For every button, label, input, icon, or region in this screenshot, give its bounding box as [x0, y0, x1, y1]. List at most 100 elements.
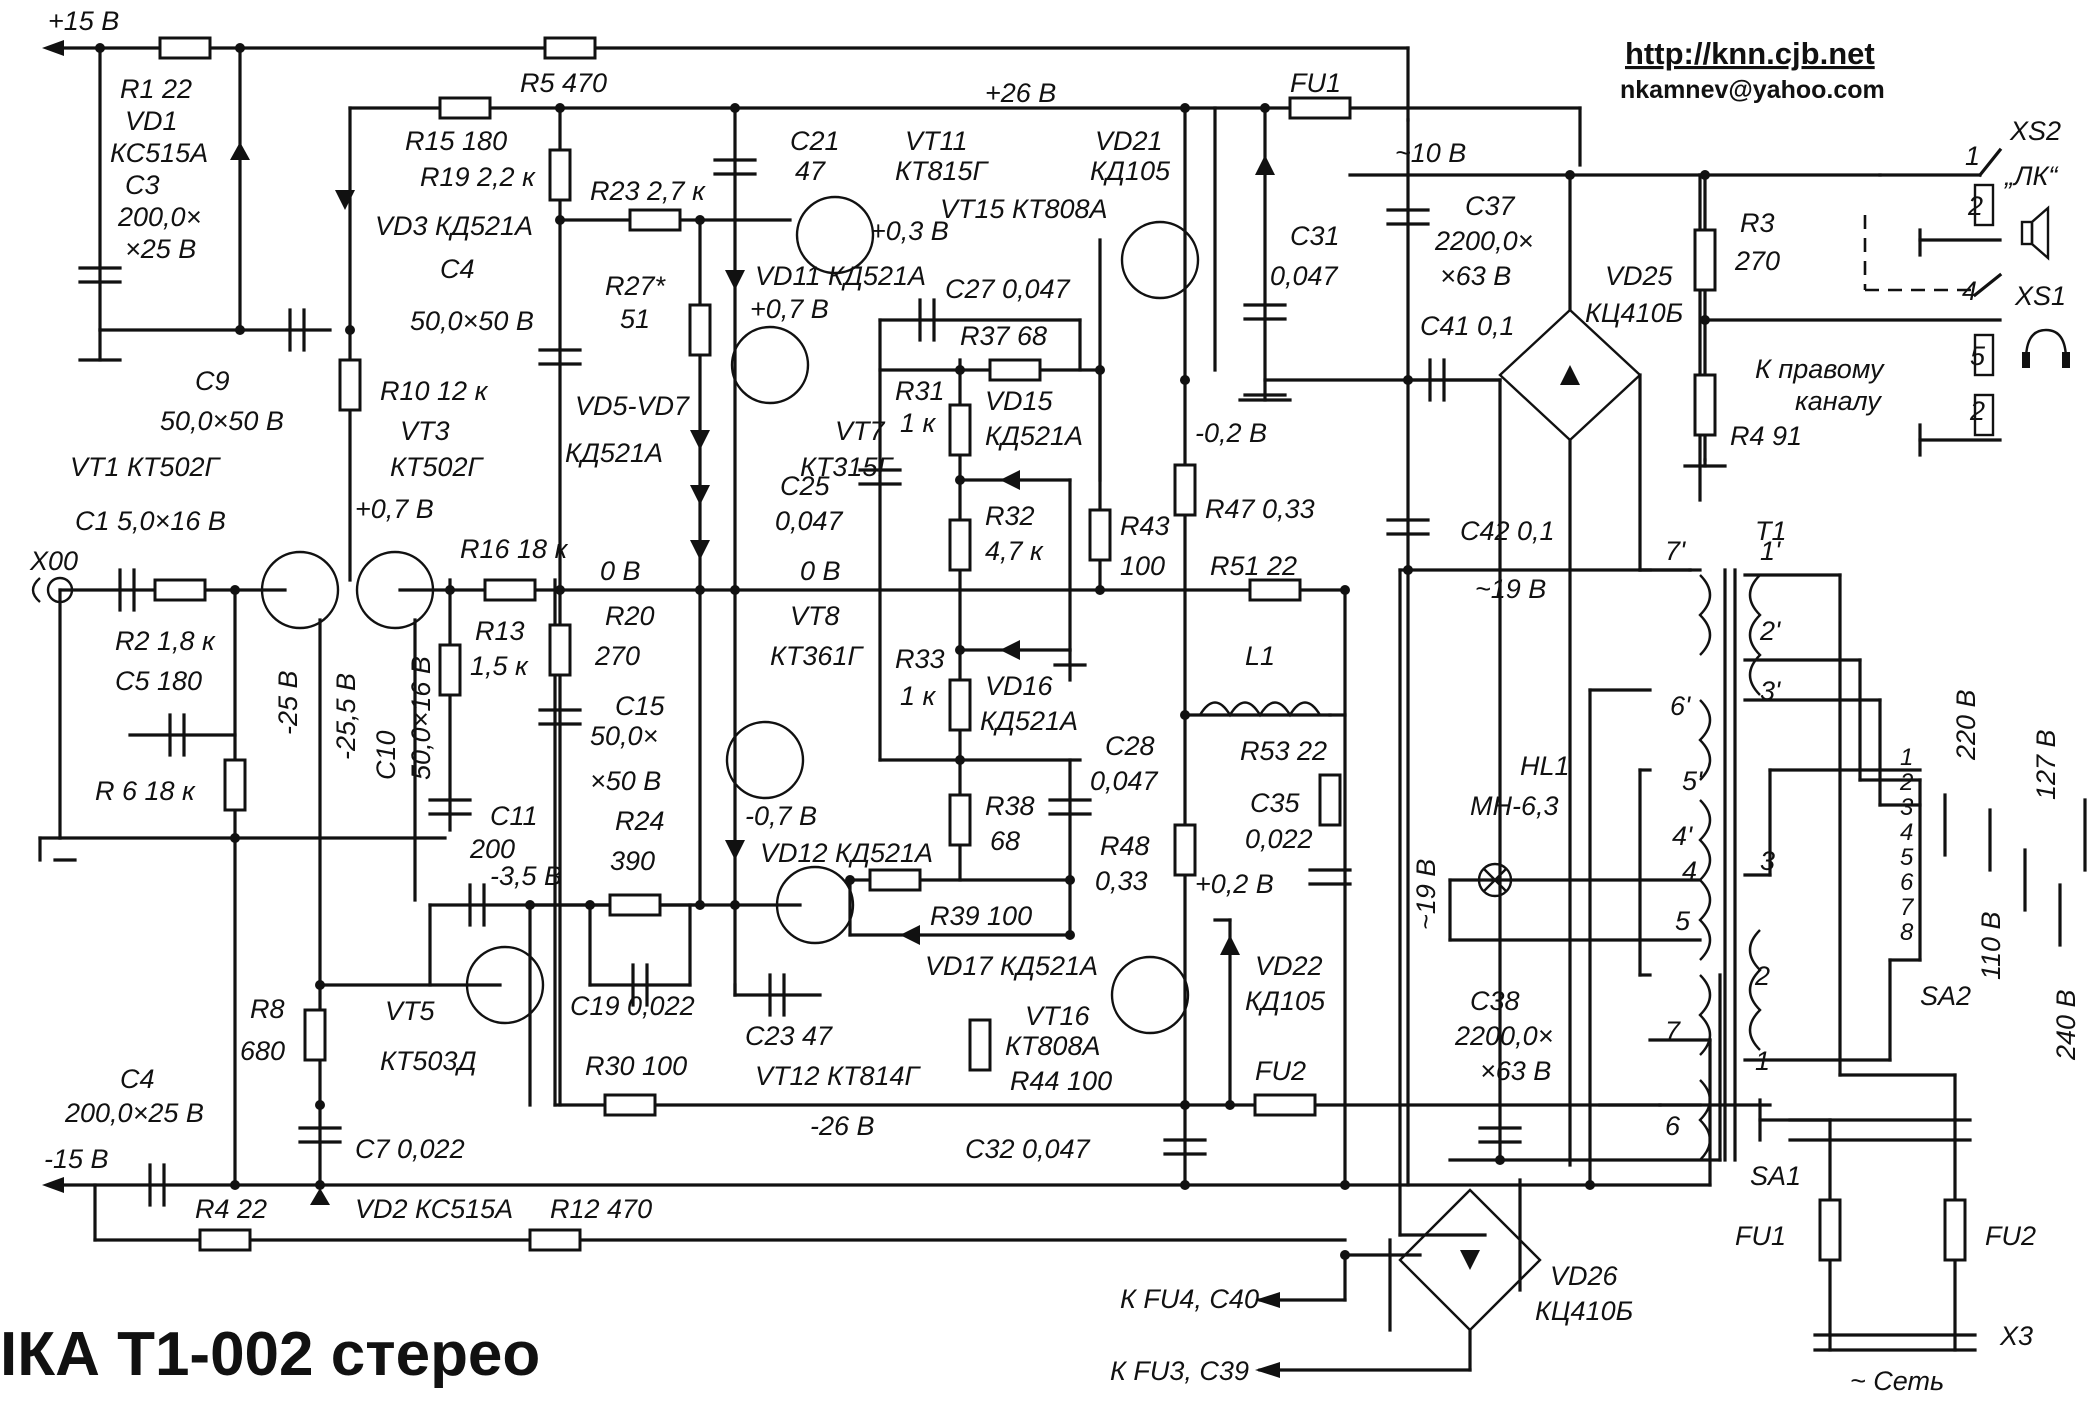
vd21-diode: [1255, 155, 1275, 175]
c38b-label: 2200,0×: [1454, 1021, 1553, 1051]
c38a-label: C38: [1470, 986, 1520, 1016]
xs1-pin-5: 5: [1970, 341, 1986, 371]
junctions: [95, 43, 1710, 1260]
pin-1p: 1': [1760, 536, 1781, 566]
vt15-transistor: [1120, 220, 1200, 300]
r53-resistor: [1318, 773, 1342, 827]
pin-5: 5: [1675, 906, 1691, 936]
vd22-diode: [1220, 935, 1240, 955]
vd12-label: VD12 КД521А: [760, 838, 933, 868]
c15-capacitor: [538, 708, 582, 726]
vt11-transistor: [795, 195, 875, 275]
vd22a-label: VD22: [1255, 951, 1323, 981]
c21a-label: C21: [790, 126, 840, 156]
c3c-label: ×25 В: [125, 234, 196, 264]
r30-resistor: [603, 1093, 657, 1117]
vd7-diode: [690, 540, 710, 560]
c31-capacitor: [1243, 303, 1287, 321]
sa2-pin-1: 1: [1900, 744, 1913, 771]
c38c-label: ×63 В: [1480, 1056, 1551, 1086]
vd25a-label: VD25: [1605, 261, 1674, 291]
v3-label: +0,7 В: [750, 294, 829, 324]
c10a-label: C10: [371, 730, 401, 780]
v6-label: -3,5 В: [490, 861, 562, 891]
c3b-label: 200,0×: [117, 202, 201, 232]
headphones-icon: [2022, 328, 2070, 368]
r3-resistor: [1693, 228, 1717, 292]
r2-label: R2 1,8 к: [115, 626, 216, 656]
c5-label: C5 180: [115, 666, 202, 696]
vd17-diode: [900, 925, 920, 945]
r43b-label: 100: [1120, 551, 1165, 581]
sa2-pin-6: 6: [1900, 869, 1914, 896]
fu1-label: FU1: [1290, 68, 1341, 98]
sa1-label: SA1: [1750, 1161, 1801, 1191]
minus26-label: -26 В: [810, 1111, 875, 1141]
l1-inductor: [1198, 701, 1322, 718]
c4-capacitor: [538, 348, 582, 366]
c21b-label: 47: [795, 156, 826, 186]
c27-label: C27 0,047: [945, 274, 1071, 304]
r5-label: R5 470: [520, 68, 607, 98]
t1-label: T1: [1755, 516, 1787, 546]
c23-capacitor: [768, 973, 786, 1017]
xs1-jack: [1918, 272, 2003, 457]
r48a-label: R48: [1100, 831, 1150, 861]
r5-resistor: [543, 36, 597, 60]
mains-label: ~ Сеть: [1850, 1366, 1944, 1396]
vt7b-label: КТ315Г: [800, 452, 894, 482]
vt15-label: VT15 КТ808А: [940, 194, 1108, 224]
c11b-label: 200: [469, 834, 515, 864]
vd2-label: VD2 КС515А: [355, 1194, 513, 1224]
pin-6p: 6': [1670, 691, 1691, 721]
r32b-label: 4,7 к: [985, 536, 1044, 566]
r6-resistor: [223, 758, 247, 812]
c23-label: C23 47: [745, 1021, 833, 1051]
sa1-switch: [1758, 1098, 1832, 1142]
vt8a-label: VT8: [790, 601, 840, 631]
c11-capacitor: [468, 883, 486, 927]
pin-3p: 3': [1760, 676, 1781, 706]
vd16b-label: КД521А: [980, 706, 1078, 736]
c3a-label: C3: [125, 170, 160, 200]
c32-label: C32 0,047: [965, 1134, 1091, 1164]
c19-label: C19 0,022: [570, 991, 695, 1021]
vd26a-label: VD26: [1550, 1261, 1619, 1291]
pin-2: 2: [1754, 961, 1770, 991]
r32-resistor: [948, 518, 972, 572]
sa2-pin-8: 8: [1900, 919, 1914, 946]
c35-capacitor: [1308, 868, 1352, 886]
tap-220: 220 В: [1951, 689, 1981, 761]
v5-label: -0,7 В: [745, 801, 817, 831]
c42-label: C42 0,1: [1460, 516, 1555, 546]
vd1b-label: КС515А: [110, 138, 208, 168]
c25b-label: 0,047: [775, 506, 844, 536]
vd26b-label: КЦ410Б: [1535, 1296, 1633, 1326]
c7-label: C7 0,022: [355, 1134, 465, 1164]
xs2b-label: „ЛК“: [2004, 161, 2059, 191]
c32-capacitor: [1163, 1138, 1207, 1156]
page-title: ІКА Т1-002 стерео: [0, 1320, 540, 1389]
pin-3: 3: [1760, 846, 1775, 876]
xs1-pin-2: 2: [1969, 396, 1985, 426]
vd15-diode: [1000, 470, 1020, 490]
r44-resistor: [968, 1018, 992, 1072]
r8b-label: 680: [240, 1036, 285, 1066]
r19-resistor: [548, 148, 572, 202]
pin-7: 7: [1665, 1016, 1681, 1046]
r19-label: R19 2,2 к: [420, 162, 536, 192]
vd22b-label: КД105: [1245, 986, 1326, 1016]
vd5-label: VD5-VD7: [575, 391, 690, 421]
vd21a-label: VD21: [1095, 126, 1163, 156]
fu1m-label: FU1: [1735, 1221, 1786, 1251]
vt3a-label: VT3: [400, 416, 450, 446]
r20b-label: 270: [594, 641, 640, 671]
r51-label: R51 22: [1210, 551, 1297, 581]
r3a-label: R3: [1740, 208, 1775, 238]
vd25b-label: КЦ410Б: [1585, 298, 1683, 328]
r47-label: R47 0,33: [1205, 494, 1315, 524]
hl1a-label: HL1: [1520, 751, 1570, 781]
r1-label: R1 22: [120, 74, 192, 104]
r12-resistor: [528, 1228, 582, 1252]
r4-right-resistor: [1693, 373, 1717, 437]
